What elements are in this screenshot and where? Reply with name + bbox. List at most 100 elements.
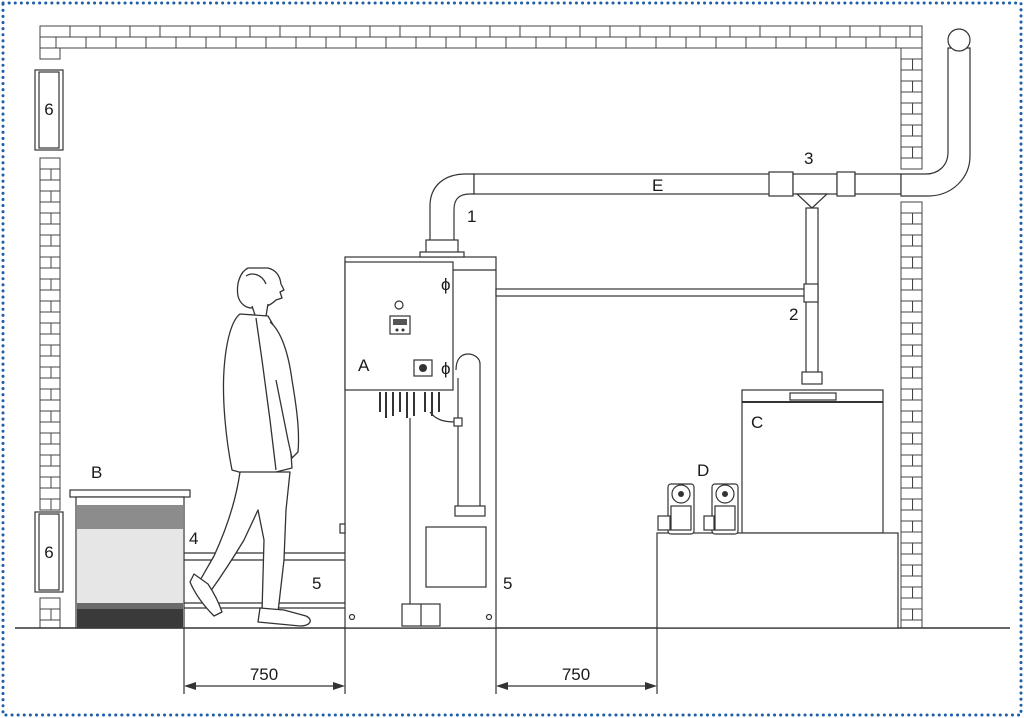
brick (50, 322, 61, 335)
label-3: 3 (804, 149, 813, 168)
label-4: 4 (189, 529, 198, 548)
brick (912, 146, 923, 159)
brick (429, 25, 461, 38)
brick (900, 487, 923, 500)
brick (175, 36, 207, 49)
brick (900, 586, 914, 599)
brick (39, 168, 52, 181)
brick (50, 212, 61, 225)
brick (900, 146, 914, 159)
brick (745, 36, 777, 49)
brick (909, 25, 923, 38)
brick (900, 311, 923, 324)
brick (309, 25, 341, 38)
brick (295, 36, 327, 49)
brick (39, 201, 61, 214)
brick (900, 454, 914, 467)
brick (912, 388, 923, 401)
brick (912, 344, 923, 357)
platform-base (656, 532, 899, 629)
label-6-top: 6 (44, 100, 53, 119)
brick (39, 597, 61, 610)
b-band-top (77, 505, 183, 529)
brick (900, 278, 914, 291)
brick (900, 322, 914, 335)
brick (39, 619, 61, 629)
label-5-right: 5 (503, 574, 512, 593)
brick (900, 443, 923, 456)
brick (900, 421, 923, 434)
brick (819, 25, 851, 38)
brick (50, 344, 61, 357)
unit-b-cabinet: B (69, 463, 191, 629)
brick (235, 36, 267, 49)
brick (489, 25, 521, 38)
brick (39, 377, 61, 390)
brick (50, 476, 61, 489)
label-6-bottom: 6 (44, 543, 53, 562)
brick (900, 245, 923, 258)
brick (912, 608, 923, 621)
brick (900, 102, 914, 115)
brick (39, 256, 52, 269)
brick (900, 608, 914, 621)
brick (912, 520, 923, 533)
brick (39, 355, 61, 368)
label-d: D (697, 461, 709, 480)
brick (912, 454, 923, 467)
brick (912, 476, 923, 489)
brick (900, 47, 923, 60)
brick (50, 410, 61, 423)
brick (900, 113, 923, 126)
brick (39, 366, 52, 379)
brick (912, 102, 923, 115)
brick (385, 36, 417, 49)
brick (55, 36, 87, 49)
brick (39, 157, 61, 170)
brick (900, 201, 923, 214)
brick (39, 344, 52, 357)
brick (900, 410, 914, 423)
brick (39, 443, 61, 456)
label-b: B (91, 463, 102, 482)
brick (39, 223, 61, 236)
brick (50, 278, 61, 291)
brick (39, 608, 52, 621)
brick (39, 476, 52, 489)
brick (39, 421, 61, 434)
brick (900, 267, 923, 280)
brick (900, 289, 923, 302)
brick (912, 234, 923, 247)
brick (50, 454, 61, 467)
brick (912, 278, 923, 291)
brick (685, 36, 717, 49)
label-c: C (751, 413, 763, 432)
dimension-750-right: 750 (562, 665, 590, 684)
brick (39, 25, 71, 38)
brick (912, 124, 923, 137)
svg-text:ϕ: ϕ (441, 359, 451, 378)
brick (50, 256, 61, 269)
person-silhouette-icon (189, 267, 311, 627)
brick (900, 520, 914, 533)
brick (39, 179, 61, 192)
brick (355, 36, 387, 49)
label-e: E (652, 176, 663, 195)
brick (205, 36, 237, 49)
brick (505, 36, 537, 49)
brick (900, 300, 914, 313)
brick (699, 25, 731, 38)
brick (219, 25, 251, 38)
brick (729, 25, 761, 38)
brick (900, 157, 923, 170)
brick (900, 619, 923, 629)
brick (39, 410, 52, 423)
brick (775, 36, 807, 49)
brick (759, 25, 791, 38)
brick (912, 322, 923, 335)
brick (115, 36, 147, 49)
brick (912, 498, 923, 511)
brick (39, 388, 52, 401)
